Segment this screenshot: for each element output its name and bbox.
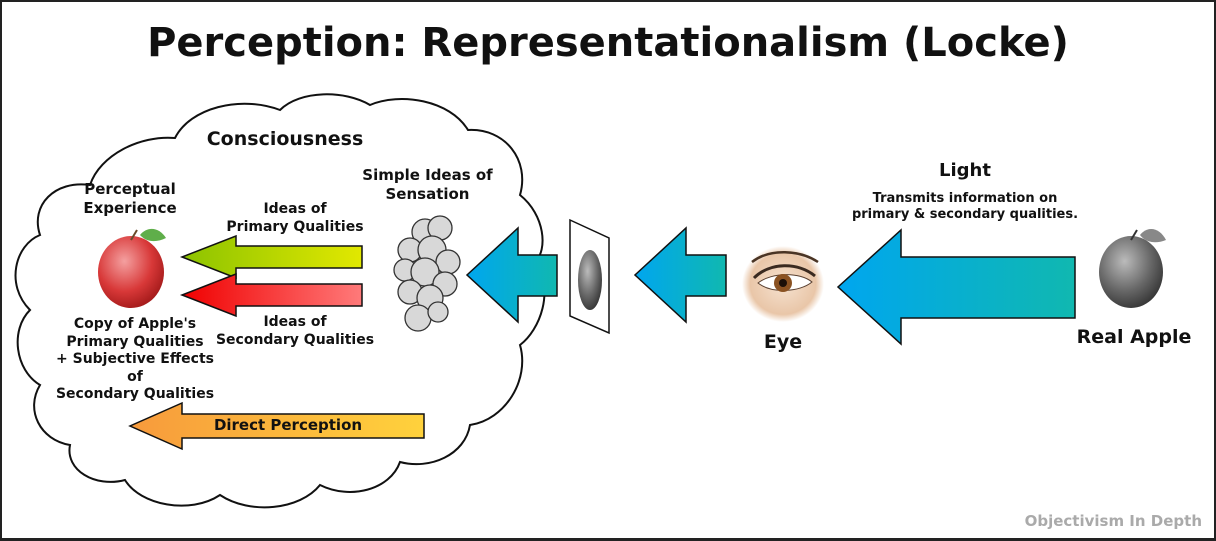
perceptual-experience-label: Perceptual Experience — [60, 180, 200, 218]
watermark: Objectivism In Depth — [1024, 512, 1202, 530]
consciousness-label: Consciousness — [206, 128, 364, 150]
direct-perception-label: Direct Perception — [213, 416, 363, 434]
label-line: Copy of Apple's — [73, 316, 197, 332]
image-to-mind-arrow — [465, 226, 558, 324]
label-line: + Subjective Effects of — [56, 351, 214, 385]
copy-caption: Copy of Apple's Primary Qualities + Subj… — [50, 316, 220, 404]
page-title: Perception: Representationalism (Locke) — [147, 20, 1069, 66]
simple-ideas-label: Simple Ideas of Sensation — [355, 166, 500, 204]
label-line: Sensation — [385, 184, 470, 203]
label-line: Primary Qualities — [66, 333, 204, 350]
label-line: primary & secondary qualities. — [851, 207, 1079, 223]
primary-qualities-arrow — [179, 234, 363, 280]
label-line: Experience — [83, 198, 177, 217]
label-line: Simple Ideas of — [362, 166, 493, 184]
eye-label: Eye — [763, 331, 803, 353]
image-apple-icon — [578, 250, 602, 310]
eye-icon — [742, 246, 824, 322]
real-apple-icon — [1099, 228, 1166, 308]
light-label: Light — [939, 160, 991, 181]
secondary-qualities-label: Ideas of Secondary Qualities — [210, 314, 380, 349]
label-line: Transmits information on — [872, 191, 1058, 206]
light-arrow — [836, 228, 1076, 346]
light-description: Transmits information on primary & secon… — [840, 191, 1090, 224]
direct-perception-arrow — [128, 401, 425, 451]
secondary-qualities-arrow — [179, 272, 363, 318]
perceptual-apple-icon — [98, 228, 166, 308]
primary-qualities-label: Ideas of Primary Qualities — [225, 201, 365, 236]
label-line: Ideas of — [263, 314, 327, 330]
label-line: Secondary Qualities — [215, 331, 375, 348]
eye-to-image-arrow — [633, 226, 727, 324]
real-apple-label: Real Apple — [1076, 326, 1192, 348]
label-line: Primary Qualities — [226, 218, 364, 235]
label-line: Perceptual — [84, 180, 176, 198]
label-line: Ideas of — [263, 201, 327, 217]
label-line: Secondary Qualities — [55, 386, 215, 402]
simple-ideas-cluster — [393, 215, 461, 332]
